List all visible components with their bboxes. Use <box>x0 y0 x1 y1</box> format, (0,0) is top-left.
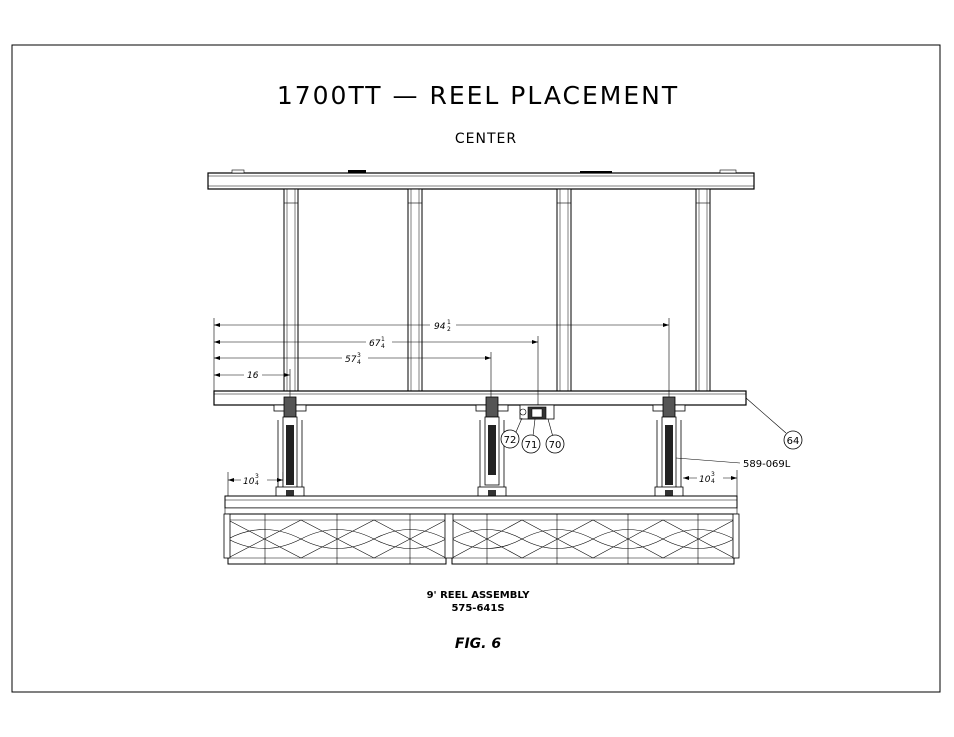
post-1 <box>284 189 298 391</box>
callout-71: 71 <box>522 435 540 453</box>
svg-text:3: 3 <box>711 471 715 478</box>
center-coupler <box>520 405 554 419</box>
svg-text:67: 67 <box>369 339 381 349</box>
svg-text:4: 4 <box>381 343 385 350</box>
callout-72: 72 <box>501 430 519 448</box>
svg-text:64: 64 <box>787 436 800 447</box>
post-4 <box>696 189 710 391</box>
svg-text:4: 4 <box>255 480 259 487</box>
svg-text:72: 72 <box>504 435 517 446</box>
dim-16: 16 <box>244 369 262 381</box>
dim-10-left: 10 3 4 <box>241 473 267 487</box>
svg-text:10: 10 <box>243 477 255 487</box>
svg-text:16: 16 <box>247 371 259 381</box>
reel-top-rails <box>225 496 737 514</box>
svg-text:70: 70 <box>549 440 562 451</box>
svg-text:2: 2 <box>447 326 451 333</box>
post-3 <box>557 189 571 391</box>
dim-67: 67 1 4 <box>366 336 392 350</box>
svg-text:1: 1 <box>381 336 385 343</box>
svg-text:1: 1 <box>447 319 451 326</box>
drawing-title: 1700TT — REEL PLACEMENT <box>277 81 679 110</box>
figure-label: FIG. 6 <box>455 636 501 652</box>
svg-text:3: 3 <box>255 473 259 480</box>
reel-body-left <box>228 514 446 564</box>
svg-text:57: 57 <box>345 355 357 365</box>
assembly-part-number: 575-641S <box>451 603 504 614</box>
dim-10-right: 10 3 4 <box>697 471 723 485</box>
dim-57: 57 3 4 <box>342 352 368 366</box>
post-2 <box>408 189 422 391</box>
part-number-589: 589-069L <box>743 459 791 470</box>
drawing-subtitle: CENTER <box>455 131 517 147</box>
callout-64: 64 <box>784 431 802 449</box>
callout-70: 70 <box>546 435 564 453</box>
assembly-name: 9' REEL ASSEMBLY <box>427 590 531 601</box>
top-beam <box>208 170 754 189</box>
svg-text:10: 10 <box>699 475 711 485</box>
svg-text:94: 94 <box>434 322 446 332</box>
svg-text:71: 71 <box>525 440 538 451</box>
svg-text:4: 4 <box>357 359 361 366</box>
dim-94: 94 1 2 <box>430 319 456 333</box>
svg-text:3: 3 <box>357 352 361 359</box>
reel-body-right <box>452 514 734 564</box>
svg-text:4: 4 <box>711 478 715 485</box>
